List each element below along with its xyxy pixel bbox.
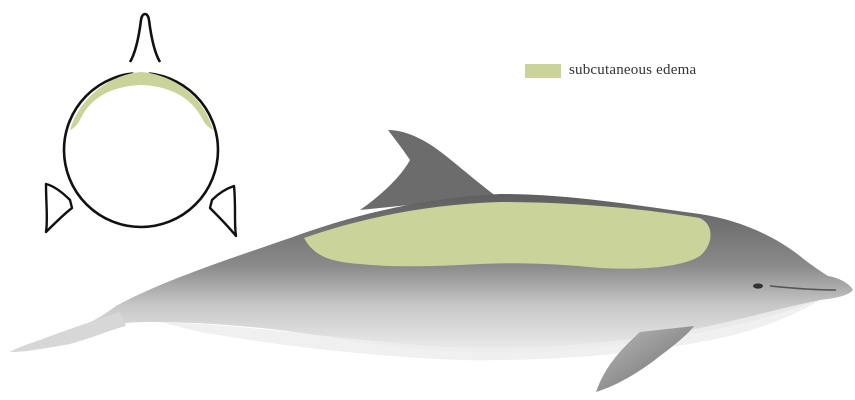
cross-section-left-flipper bbox=[46, 184, 72, 232]
dolphin-tail-fluke bbox=[10, 312, 126, 352]
cross-section-diagram bbox=[46, 14, 236, 236]
legend-label: subcutaneous edema bbox=[569, 62, 696, 79]
dolphin-edema-region bbox=[304, 202, 711, 269]
cross-section-body-outline bbox=[64, 73, 218, 227]
legend-swatch bbox=[525, 64, 561, 78]
dolphin-eye bbox=[753, 283, 763, 288]
cross-section-right-flipper bbox=[210, 186, 236, 236]
cross-section-dorsal-fin bbox=[130, 14, 160, 62]
legend: subcutaneous edema bbox=[525, 62, 696, 79]
